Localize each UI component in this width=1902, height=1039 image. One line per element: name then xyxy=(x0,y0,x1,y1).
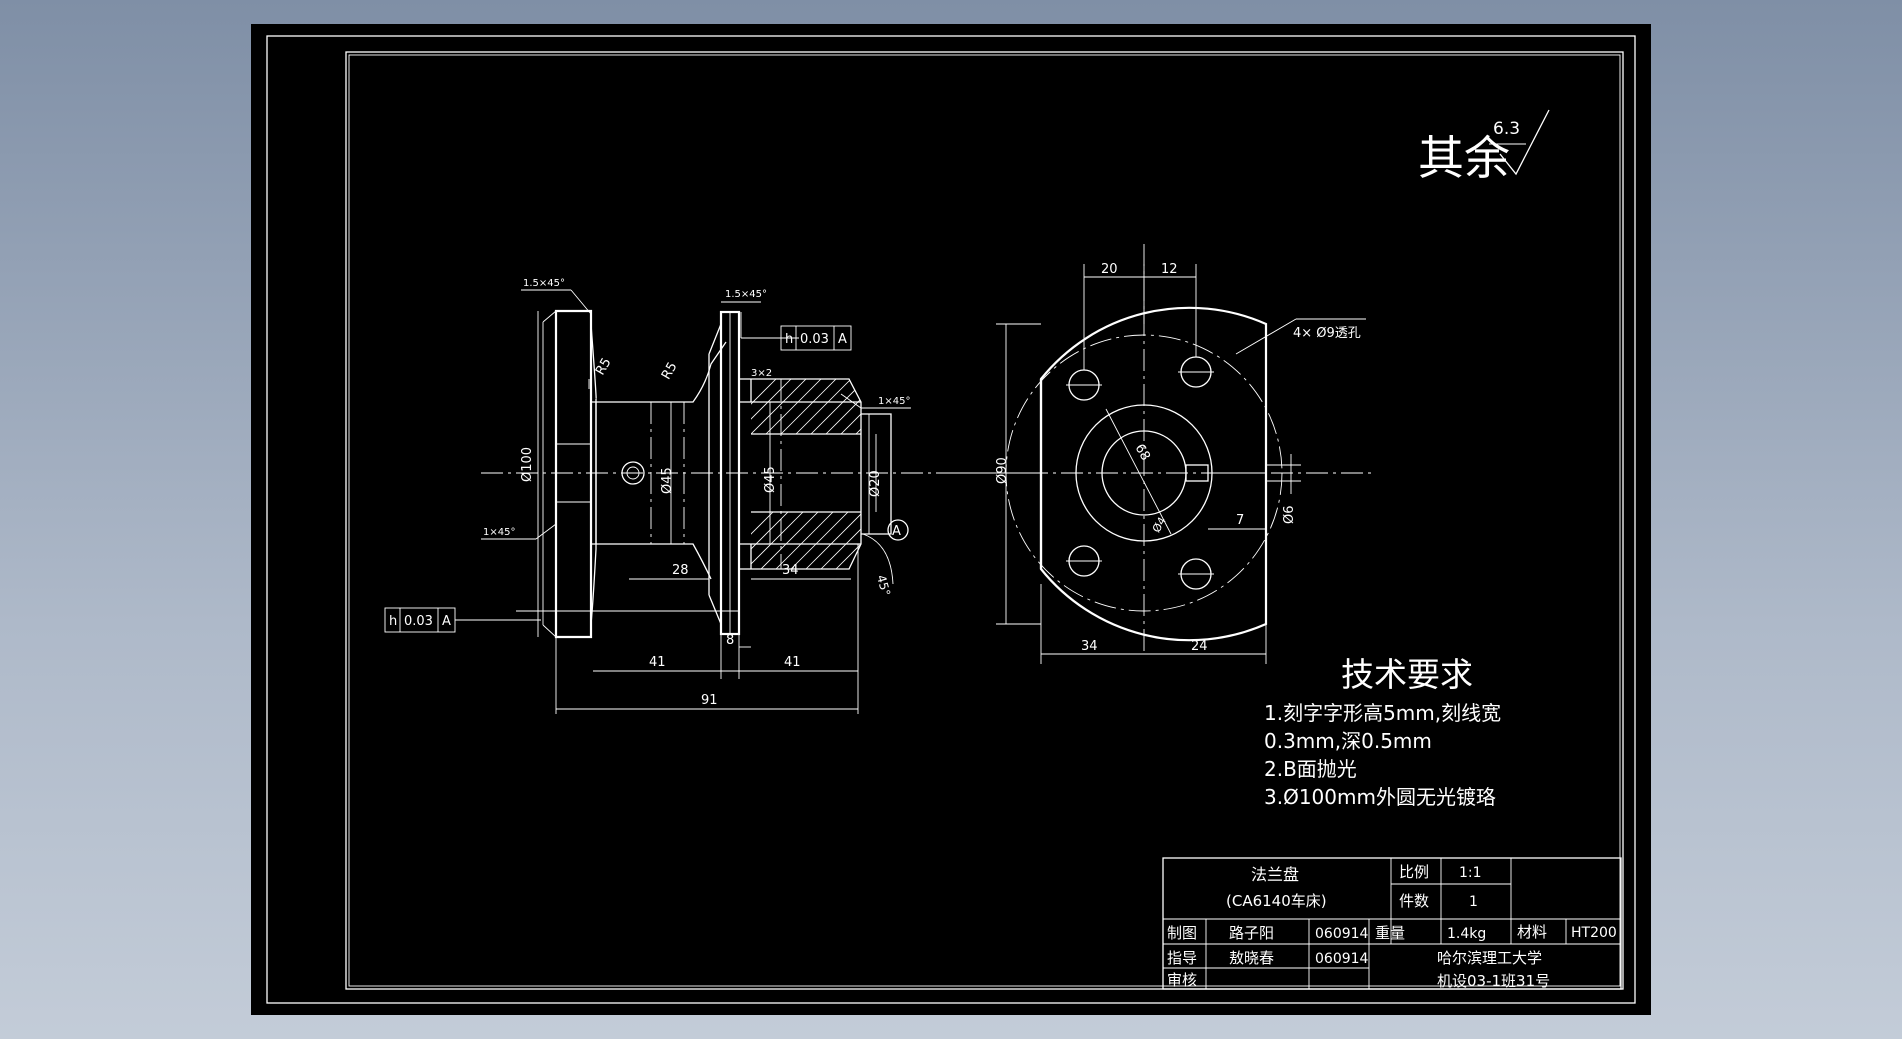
tech-requirements: 技术要求 1.刻字字形高5mm,刻线宽 0.3mm,深0.5mm 2.B面抛光 … xyxy=(1264,655,1501,809)
qty-label: 件数 xyxy=(1399,892,1429,910)
svg-text:0.03: 0.03 xyxy=(800,332,829,347)
right-front-view: 20 12 Ø90 34 24 Ø6 7 4× Ø9透孔 68 Ø4 xyxy=(956,244,1371,664)
datum-a-icon xyxy=(887,519,909,541)
tech-title: 技术要求 xyxy=(1341,655,1473,694)
tolerance-frame-left: h 0.03 A xyxy=(384,607,456,633)
part-sub: (CA6140车床) xyxy=(1226,892,1327,910)
svg-text:A: A xyxy=(442,614,451,629)
material-label: 材料 xyxy=(1517,923,1547,941)
dim-41-2: 41 xyxy=(784,655,801,670)
dim-28: 28 xyxy=(672,563,689,578)
radius-label-2: R5 xyxy=(659,360,681,382)
dim-91: 91 xyxy=(701,693,718,708)
inner-border xyxy=(345,51,1624,990)
drawing-canvas: 其余 6.3 xyxy=(266,35,1636,1004)
roughness-prefix: 其余 xyxy=(1418,131,1510,185)
tech-line-1: 1.刻字字形高5mm,刻线宽 xyxy=(1264,701,1501,725)
flange-front-outline xyxy=(1039,306,1268,642)
hub-section xyxy=(738,378,862,570)
dim-20: 20 xyxy=(1101,262,1118,277)
groove-label: 3×2 xyxy=(751,368,772,379)
guide-label: 指导 xyxy=(1167,949,1197,967)
roughness-symbol-icon xyxy=(1499,109,1550,176)
svg-text:A: A xyxy=(838,332,847,347)
guide-name: 敖晓春 xyxy=(1229,949,1274,967)
dia-45-label-2: Ø45 xyxy=(763,466,778,493)
inner-border-2 xyxy=(348,54,1621,987)
dim-41-1: 41 xyxy=(649,655,666,670)
qty-value: 1 xyxy=(1469,894,1478,910)
roughness-note: 其余 6.3 xyxy=(1418,109,1550,185)
svg-text:h: h xyxy=(389,614,397,629)
part-name: 法兰盘 xyxy=(1251,865,1299,884)
dim-8: 8 xyxy=(726,633,734,648)
weight-value: 1.4kg xyxy=(1447,926,1486,942)
dim-12: 12 xyxy=(1161,262,1178,277)
tolerance-frame-right: h 0.03 A xyxy=(780,325,852,351)
svg-text:0.03: 0.03 xyxy=(404,614,433,629)
left-section-view: h 0.03 A h 0.03 A A 1.5×45° 1.5×45 xyxy=(384,278,1031,714)
tech-line-2: 0.3mm,深0.5mm xyxy=(1264,729,1432,753)
dia-100-label: Ø100 xyxy=(520,447,535,482)
tech-line-4: 3.Ø100mm外圆无光镀珞 xyxy=(1264,785,1496,809)
dim-6: Ø6 xyxy=(1282,505,1297,524)
chamfer-label-4: 1×45° xyxy=(483,527,515,538)
tech-line-3: 2.B面抛光 xyxy=(1264,757,1357,781)
holes-callout: 4× Ø9透孔 xyxy=(1293,326,1361,341)
datum-a-label: A xyxy=(892,524,901,539)
review-label: 审核 xyxy=(1167,971,1197,989)
dia-20-label: Ø20 xyxy=(868,470,883,497)
radius-label-1: R5 xyxy=(593,356,615,378)
material-value: HT200 xyxy=(1571,925,1617,941)
dim-34: 34 xyxy=(782,563,799,578)
dia-4-label: Ø4 xyxy=(1150,515,1169,535)
drawn-label: 制图 xyxy=(1167,924,1197,942)
chamfer-label-3: 1×45° xyxy=(878,396,910,407)
dim-34-right: 34 xyxy=(1081,639,1098,654)
scale-value: 1:1 xyxy=(1459,865,1482,881)
chamfer-label-2: 1.5×45° xyxy=(725,289,767,300)
flange-left-body xyxy=(554,309,593,639)
drawn-date: 060914 xyxy=(1315,926,1369,942)
scale-label: 比例 xyxy=(1399,863,1429,881)
roughness-value: 6.3 xyxy=(1493,119,1520,139)
dia-45-label-1: Ø45 xyxy=(660,467,675,494)
angle-label: 45° xyxy=(874,573,893,597)
university: 哈尔滨理工大学 xyxy=(1437,949,1542,967)
class-info: 机设03-1班31号 xyxy=(1437,972,1550,990)
chamfer-label-1: 1.5×45° xyxy=(523,278,565,289)
dim-24: 24 xyxy=(1191,639,1208,654)
title-block: 法兰盘 (CA6140车床) 比例 1:1 件数 1 制图 路子阳 060914… xyxy=(1162,857,1622,990)
drawing-sheet: 其余 6.3 xyxy=(251,24,1651,1015)
weight-label: 重量 xyxy=(1375,924,1405,942)
dia-90-label: Ø90 xyxy=(995,457,1010,484)
drawn-name: 路子阳 xyxy=(1229,924,1274,942)
outer-border xyxy=(266,35,1636,1004)
dia-68-label: 68 xyxy=(1132,442,1153,464)
svg-text:h: h xyxy=(785,332,793,347)
dim-7: 7 xyxy=(1236,513,1244,528)
guide-date: 060914 xyxy=(1315,951,1369,967)
